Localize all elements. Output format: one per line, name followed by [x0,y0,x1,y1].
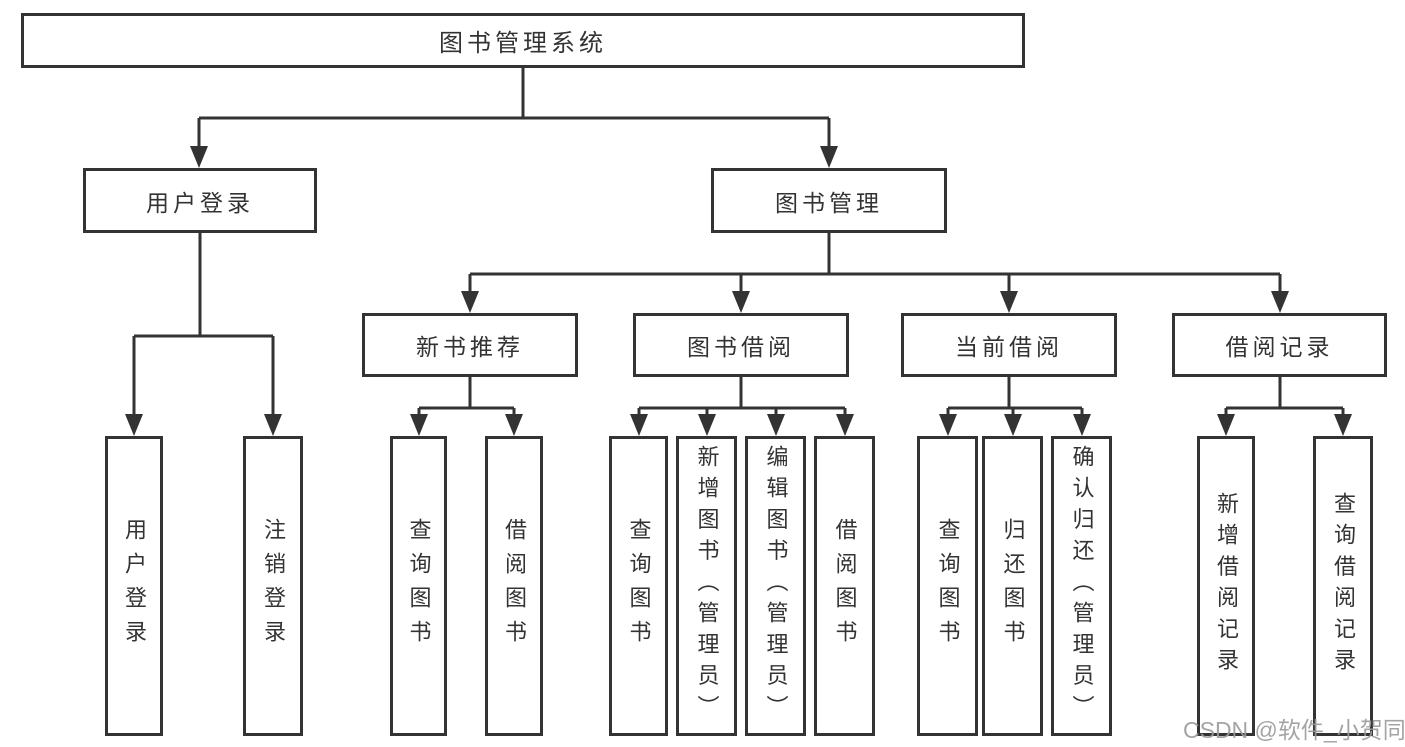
node-label: 查询图书 [626,517,652,655]
leaf-user-login: 用户登录 [105,436,163,736]
node-root-library-system: 图书管理系统 [21,13,1025,68]
node-label: 注销登录 [261,517,286,655]
node-label: 查询图书 [406,517,432,655]
node-current-borrowing: 当前借阅 [901,313,1117,377]
node-user-login: 用户登录 [83,168,317,233]
leaf-edit-books-admin: 编辑图书（管理员） [745,436,806,736]
leaf-query-books-borrowing: 查询图书 [609,436,668,736]
node-label: 图书借阅 [687,334,795,360]
node-label: 借阅图书 [502,517,527,655]
node-label: 新书推荐 [416,334,524,360]
node-borrowing-records: 借阅记录 [1172,313,1387,377]
node-book-borrowing: 图书借阅 [633,313,849,377]
node-label: 用户登录 [122,517,147,655]
leaf-return-books: 归还图书 [982,436,1043,736]
node-label: 查询借阅记录 [1331,492,1356,680]
node-label: 编辑图书（管理员） [763,445,789,727]
leaf-confirm-return-admin: 确认归还（管理员） [1051,436,1112,736]
node-label: 图书管理 [775,189,883,216]
node-label: 确认归还（管理员） [1069,445,1095,727]
node-book-management: 图书管理 [711,168,947,233]
node-label: 新增图书（管理员） [694,445,720,727]
node-new-book-recommend: 新书推荐 [362,313,578,377]
leaf-query-borrow-record: 查询借阅记录 [1313,436,1373,736]
node-label: 借阅记录 [1225,334,1334,360]
leaf-add-books-admin: 新增图书（管理员） [676,436,737,736]
leaf-borrow-books-recommend: 借阅图书 [485,436,543,736]
leaf-borrow-books: 借阅图书 [814,436,875,736]
leaf-add-borrow-record: 新增借阅记录 [1197,436,1255,736]
csdn-watermark: CSDN @软件_小贺同学 [1183,717,1405,743]
node-label: 归还图书 [1000,517,1026,655]
node-label: 当前借阅 [955,334,1063,360]
leaf-query-books-current: 查询图书 [917,436,978,736]
node-label: 新增借阅记录 [1214,492,1239,680]
leaf-query-books-recommend: 查询图书 [390,436,447,736]
node-label: 图书管理系统 [439,30,607,57]
node-label: 查询图书 [935,517,961,655]
node-label: 借阅图书 [832,517,858,655]
leaf-logout: 注销登录 [243,436,303,736]
node-label: 用户登录 [146,189,254,216]
